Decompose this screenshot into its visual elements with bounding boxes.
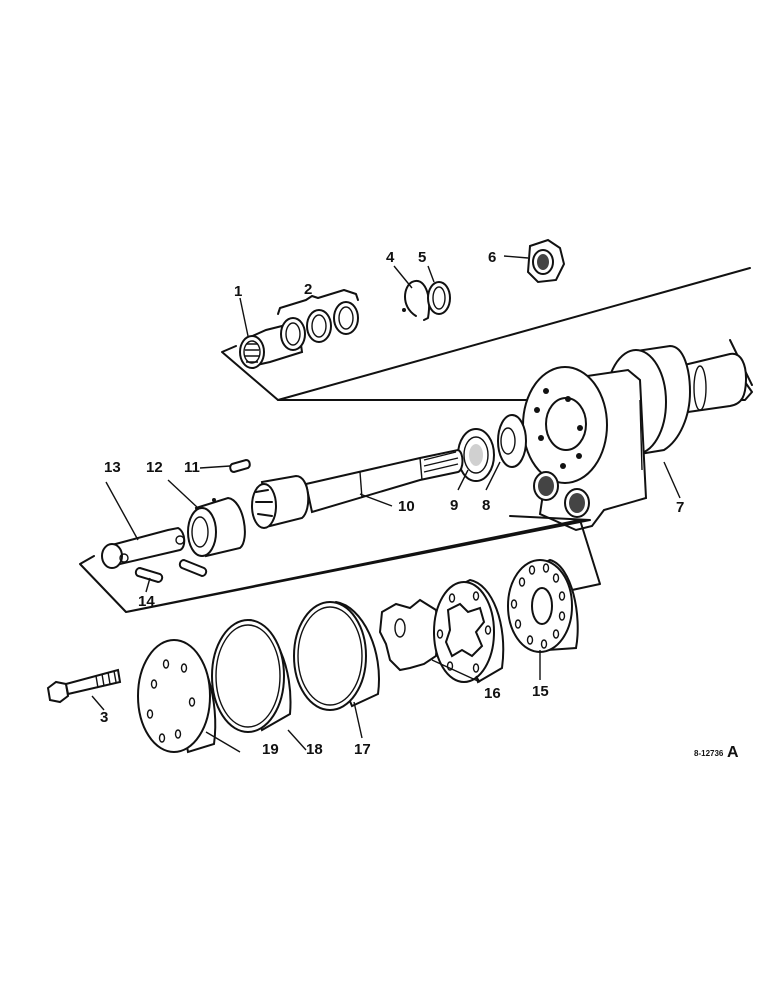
part-gerotor-inner	[378, 598, 440, 672]
callout-13: 13	[104, 459, 121, 476]
part-end-cap	[137, 639, 217, 754]
callout-2: 2	[304, 281, 312, 298]
part-pins	[134, 558, 208, 584]
callout-6: 6	[488, 249, 496, 266]
callout-10: 10	[398, 498, 415, 515]
reference-suffix: A	[727, 744, 739, 761]
callout-4: 4	[386, 249, 395, 266]
part-wear-plate	[507, 558, 579, 653]
callout-3: 3	[100, 709, 108, 726]
part-hex-nut	[526, 238, 566, 284]
part-snap-ring	[402, 279, 430, 321]
part-seal-ring	[427, 281, 451, 315]
reference-code: 8-12736	[694, 749, 724, 758]
part-spacer-ring-18	[211, 618, 292, 733]
callout-18: 18	[306, 741, 323, 758]
callout-17: 17	[354, 741, 371, 758]
part-spacer-ring-17	[293, 600, 380, 711]
kit-outline-lower	[79, 515, 601, 613]
callout-12: 12	[146, 459, 163, 476]
callout-9: 9	[450, 497, 458, 514]
callout-7: 7	[676, 499, 684, 516]
part-thrust-washer	[497, 414, 527, 468]
leader-lines	[91, 255, 681, 753]
callout-14: 14	[138, 593, 155, 610]
callout-8: 8	[482, 497, 490, 514]
part-drive-shaft	[251, 448, 464, 529]
part-housing	[522, 344, 748, 532]
callout-5: 5	[418, 249, 426, 266]
callout-16: 16	[484, 685, 501, 702]
callout-19: 19	[262, 741, 279, 758]
callout-11: 11	[184, 459, 200, 476]
part-bolt	[46, 668, 122, 704]
part-seal-rings	[277, 289, 359, 351]
kit-outline-upper	[221, 345, 753, 401]
part-shaft	[101, 526, 186, 569]
kit-outline-upper-edge	[277, 267, 751, 401]
part-gerotor-outer	[433, 578, 505, 684]
callout-15: 15	[532, 683, 549, 700]
part-pin-11	[229, 458, 251, 474]
callout-1: 1	[234, 283, 242, 300]
part-coupling	[187, 496, 246, 558]
part-thrust-bearing	[457, 428, 495, 482]
